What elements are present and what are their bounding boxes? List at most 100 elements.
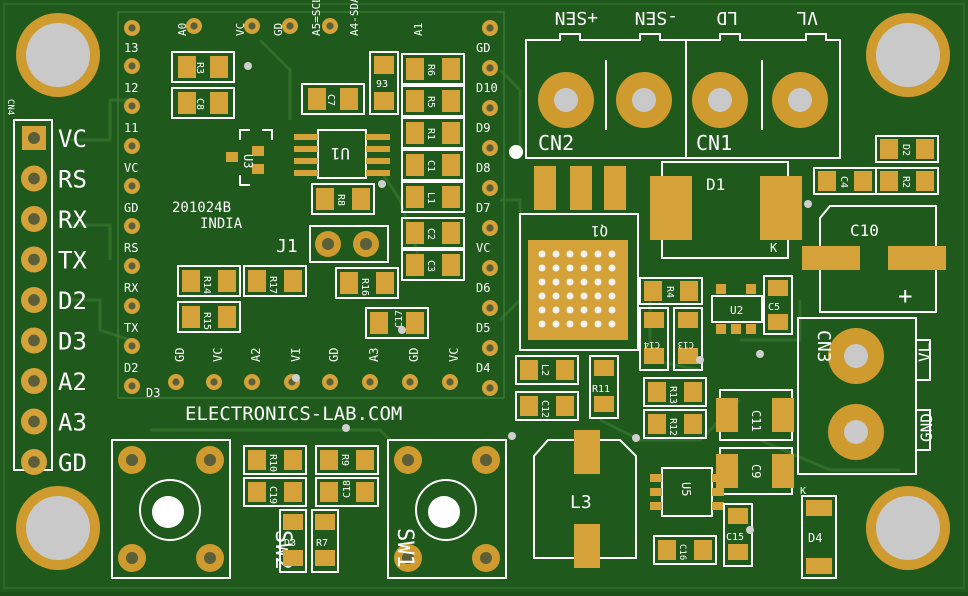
board-code: 201024B	[172, 200, 231, 216]
svg-text:C12: C12	[539, 400, 550, 418]
svg-text:C8: C8	[194, 98, 205, 110]
cn4-pin-label: RX	[58, 206, 87, 234]
module-left-pin-label: GD	[124, 201, 138, 215]
module-top-pin	[186, 18, 202, 34]
module-left-pin	[124, 58, 140, 74]
cn4-pin	[21, 165, 47, 192]
svg-text:D1: D1	[706, 175, 725, 194]
cn4-pin	[21, 327, 47, 354]
svg-text:R1: R1	[425, 128, 436, 140]
smd-c14: C14	[639, 307, 669, 371]
module-bottom-pin-label: A3	[367, 348, 381, 362]
smd-r9: R9	[315, 445, 379, 475]
q1-thermal-via	[608, 306, 616, 314]
diode-d4: D4 K	[800, 486, 837, 579]
svg-text:CN2: CN2	[538, 131, 574, 155]
inductor-l3: L3	[533, 430, 637, 568]
q1-thermal-via	[608, 250, 616, 258]
module-right-pin	[482, 340, 498, 356]
svg-text:J1: J1	[276, 236, 298, 257]
module-right-pin	[482, 260, 498, 276]
svg-text:R15: R15	[201, 312, 212, 330]
module-right-pin	[482, 300, 498, 316]
cn4-pin-label: VC	[58, 125, 87, 153]
smd-c7: C7	[301, 83, 365, 115]
smd-l2: L2	[515, 355, 579, 385]
smd-column: R6 R5 R1 C1 L1 C2 C3	[401, 53, 465, 281]
module-bottom-pin-label: GD	[407, 348, 421, 362]
module-bottom-pin	[402, 374, 418, 390]
module-top-pin	[282, 18, 298, 34]
diode-d1: D1 K	[650, 161, 802, 259]
module-top-pin-label: A4-SDA	[348, 0, 361, 36]
smd-r15: R15	[177, 301, 241, 333]
smd-c16: C16	[653, 535, 717, 565]
q1-thermal-via	[566, 306, 574, 314]
terminal-cn2-cn1: +SEN -SEN LD VL CN2 CN1	[525, 7, 841, 159]
svg-text:CN1: CN1	[696, 131, 732, 155]
svg-text:U1: U1	[331, 144, 350, 163]
ic-u5: U5	[650, 467, 724, 517]
module-top-pin-label: A0	[176, 23, 189, 36]
q1-thermal-via	[552, 292, 560, 300]
cn4-pin	[21, 246, 47, 273]
module-right-pin	[482, 220, 498, 236]
jumper-j1: J1	[276, 225, 389, 263]
q1-thermal-via	[594, 278, 602, 286]
svg-text:R8: R8	[335, 194, 346, 206]
ic-u2: U2	[711, 284, 763, 334]
cn4-pin	[21, 449, 47, 475]
svg-text:R2: R2	[900, 176, 911, 188]
svg-text:U2: U2	[730, 304, 743, 317]
svg-text:LD: LD	[716, 7, 738, 28]
svg-text:R4: R4	[664, 286, 675, 298]
svg-text:U5: U5	[679, 482, 693, 496]
terminal-cn3: CN3 VL GND	[797, 317, 936, 475]
svg-text:C15: C15	[726, 532, 744, 543]
module-right-pin	[482, 20, 498, 36]
module-outline	[117, 11, 505, 399]
module-right-pin	[482, 140, 498, 156]
q1-thermal-via	[608, 278, 616, 286]
smd-r3: R3	[171, 51, 235, 83]
svg-text:R16: R16	[359, 278, 370, 296]
module-right-pin	[482, 100, 498, 116]
module-left-pin	[124, 338, 140, 354]
mosfet-q1: Q1	[519, 166, 639, 351]
smd-c12: C12	[515, 391, 579, 421]
q1-thermal-via	[608, 320, 616, 328]
q1-thermal-via	[594, 264, 602, 272]
module-left-pin	[124, 258, 140, 274]
module-top-pin-label: A1	[412, 23, 425, 36]
cn4-pin	[21, 206, 47, 232]
cn4-pin-label: D3	[58, 328, 87, 356]
svg-text:VL: VL	[796, 7, 818, 28]
module-left-pin	[124, 218, 140, 234]
smd-r13: R13	[643, 377, 707, 407]
smd-r8: R8	[311, 183, 375, 215]
cap-c10: C10 +	[802, 205, 946, 313]
smd-r2: R2	[875, 167, 939, 195]
q1-thermal-via	[580, 292, 588, 300]
svg-text:VL: VL	[915, 343, 934, 362]
smd-r16: R16	[335, 267, 399, 299]
q1-thermal-via	[538, 264, 546, 272]
module-left-pin	[124, 378, 140, 394]
module-top-pin-label: A5=SCL	[310, 0, 323, 36]
q1-thermal-via	[566, 264, 574, 272]
svg-text:+SEN: +SEN	[555, 7, 598, 28]
svg-text:R5: R5	[425, 96, 436, 108]
q1-thermal-via	[594, 292, 602, 300]
smd-d3: D3	[279, 509, 307, 573]
smd-r93: 93	[369, 51, 399, 115]
mounting-holes	[16, 13, 950, 570]
q1-thermal-via	[608, 292, 616, 300]
svg-text:R7: R7	[316, 538, 328, 549]
module-top-pin-label: VC	[234, 23, 247, 36]
cn4-pin-label: A2	[58, 368, 87, 396]
cn4-pin-square	[22, 126, 46, 150]
q1-thermal-via	[538, 292, 546, 300]
module-bottom-pin-label: VC	[211, 348, 225, 362]
